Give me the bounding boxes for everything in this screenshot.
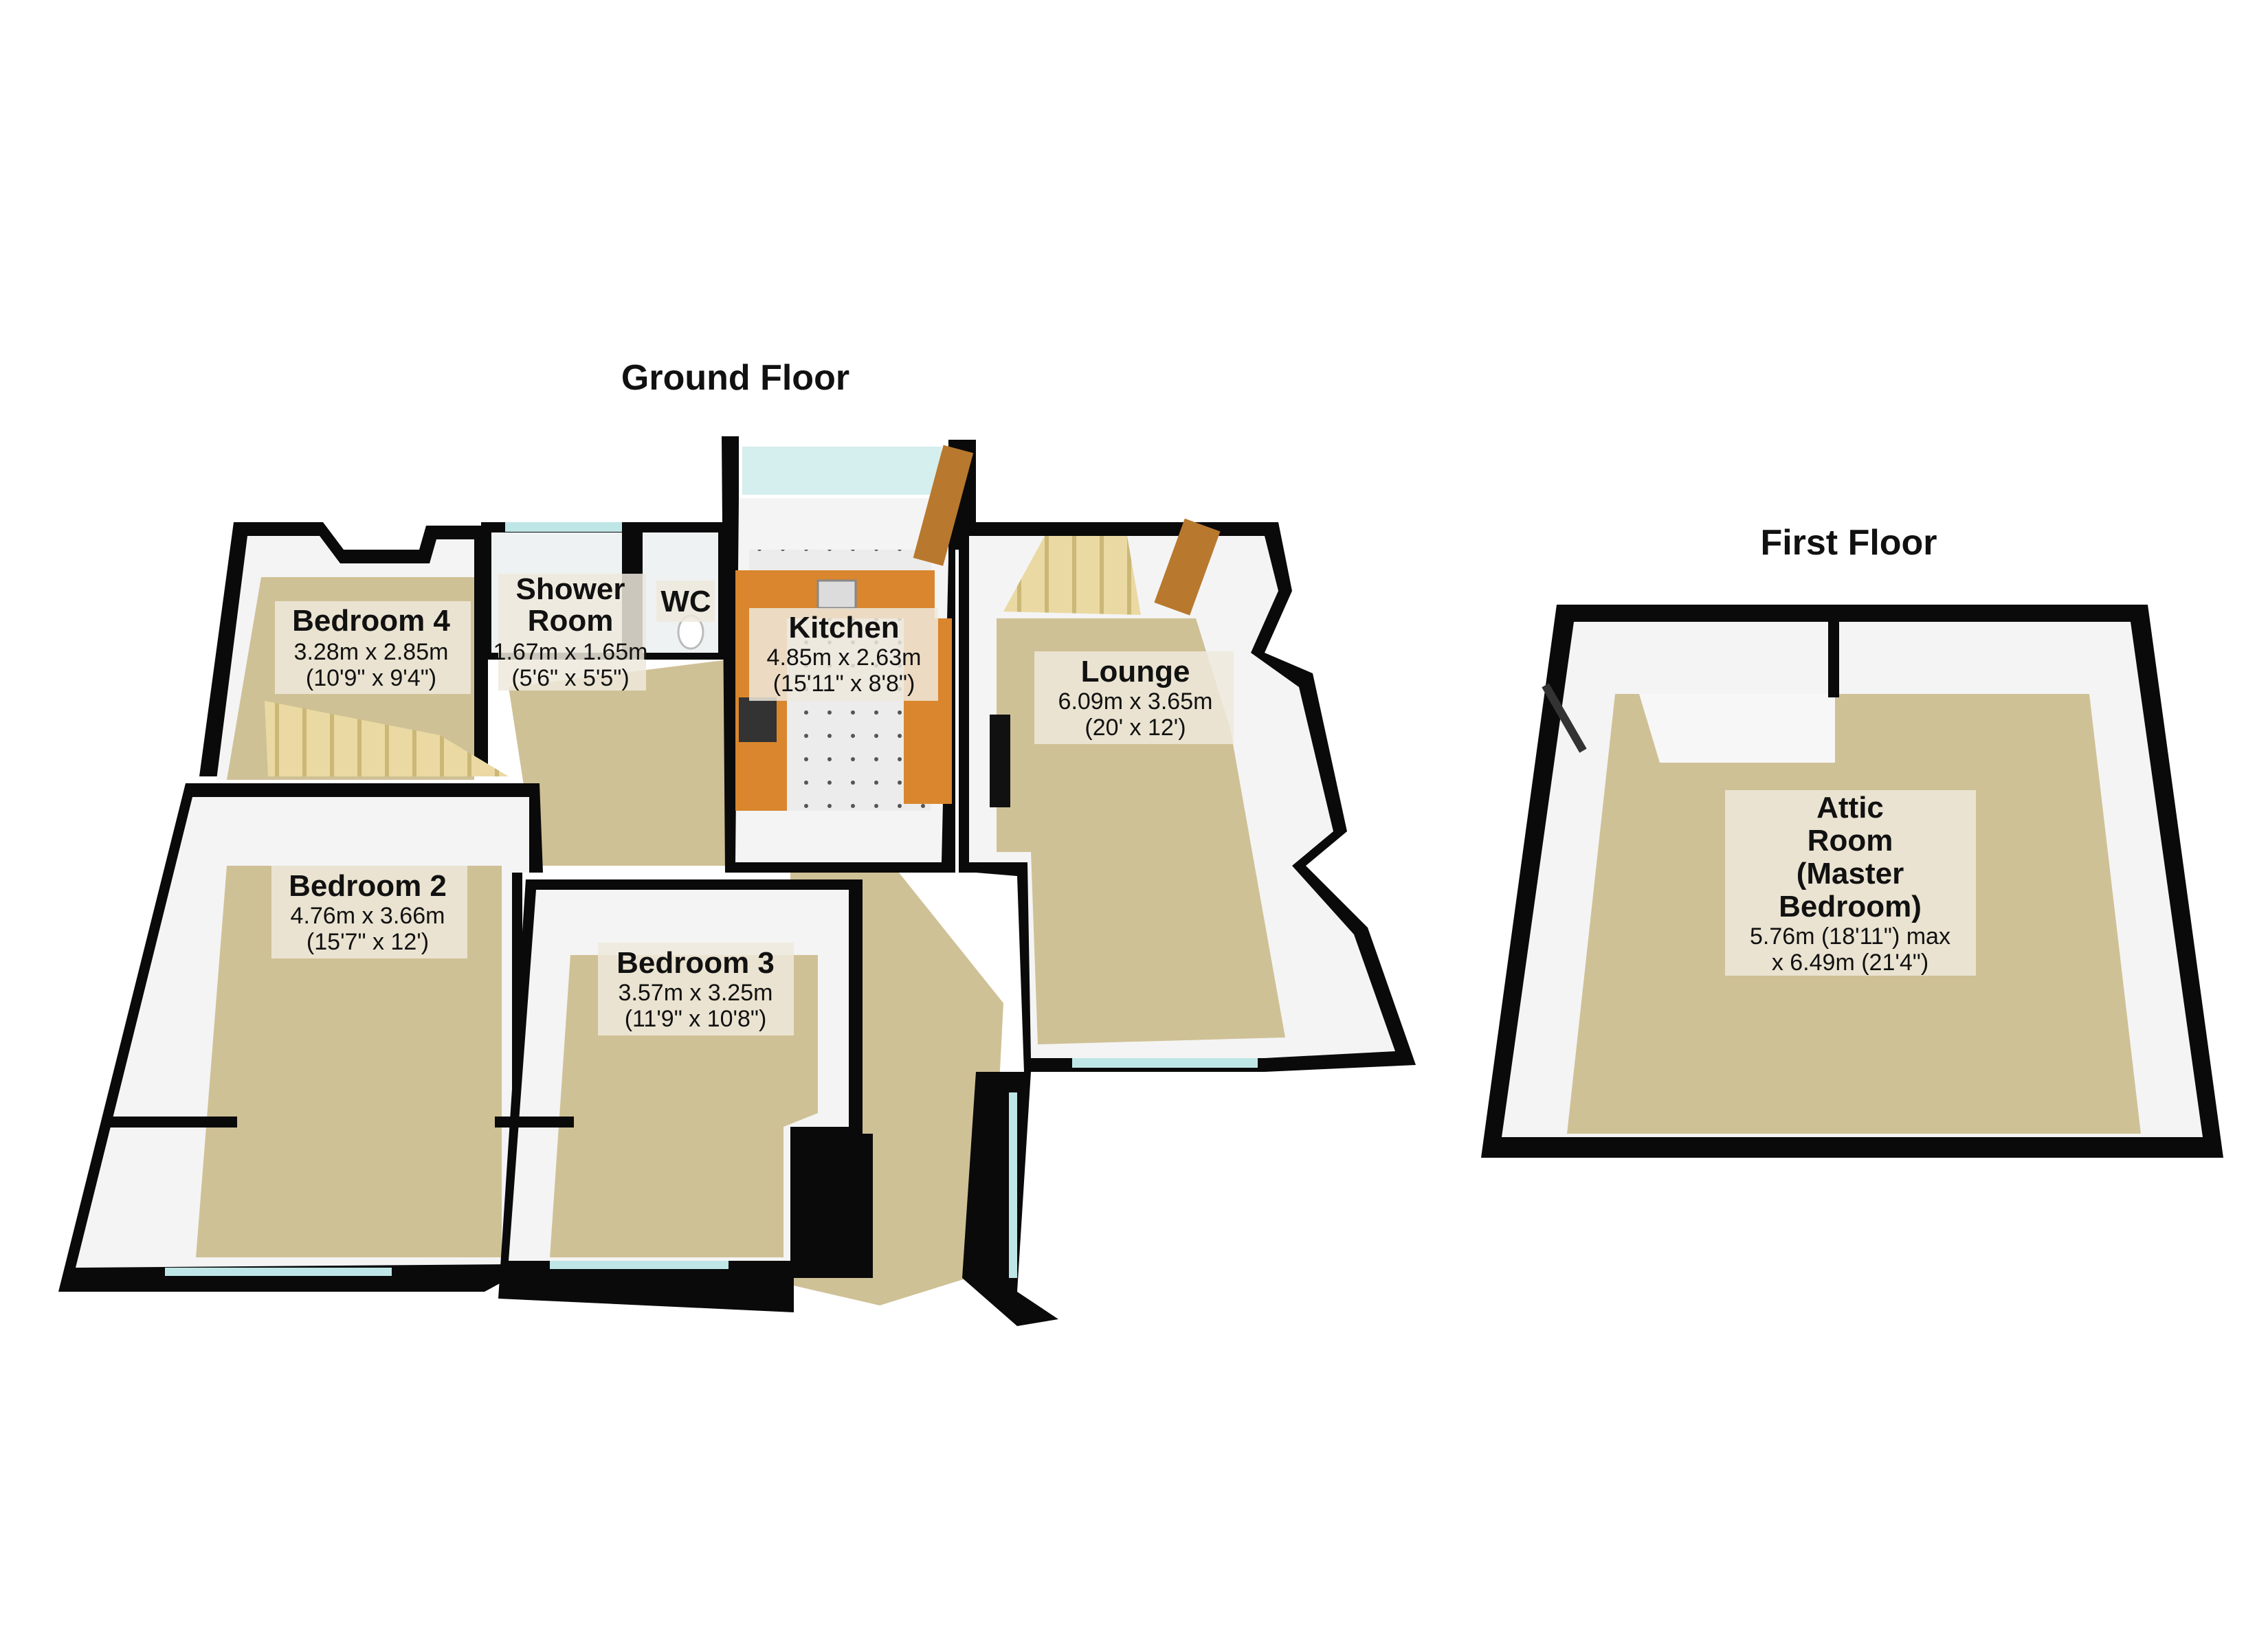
label-wc: WC	[656, 581, 715, 622]
stairs-bedroom-4	[265, 701, 509, 776]
attic-dim-line1: 5.76m (18'11") max	[1750, 923, 1950, 950]
bedroom-3-window	[550, 1261, 729, 1269]
kitchen-metric: 4.85m x 2.63m	[767, 644, 922, 671]
bedroom-4-metric: 3.28m x 2.85m	[294, 639, 449, 665]
ground-floor: Ground Floor	[58, 358, 1416, 1326]
shower-room-name-line1: Shower	[516, 572, 625, 606]
attic-left-window	[1542, 683, 1587, 753]
label-kitchen: Kitchen 4.85m x 2.63m (15'11" x 8'8")	[749, 608, 938, 701]
ground-floor-title: Ground Floor	[621, 358, 849, 398]
label-bedroom-2: Bedroom 2 4.76m x 3.66m (15'7" x 12')	[271, 866, 467, 958]
attic-name-line4: Bedroom)	[1779, 890, 1922, 923]
bedroom-3-name: Bedroom 3	[616, 946, 775, 980]
bedroom-2-metric: 4.76m x 3.66m	[291, 903, 445, 929]
bedroom-2-cupboard-wall	[110, 1117, 237, 1128]
shower-room-imperial: (5'6" x 5'5")	[511, 665, 629, 691]
room-attic: Attic Room (Master Bedroom) 5.76m (18'11…	[1481, 605, 2223, 1158]
label-bg	[1034, 651, 1234, 744]
bedroom-2-floor	[196, 866, 502, 1257]
hallway-floor	[509, 660, 1003, 1305]
lounge-front-door	[1154, 518, 1221, 616]
attic-name-line1: Attic	[1816, 791, 1884, 824]
label-bg	[1725, 790, 1976, 976]
bedroom-4-imperial: (10'9" x 9'4")	[306, 665, 436, 691]
kitchen-window	[742, 447, 942, 495]
label-bg	[275, 601, 471, 694]
bedroom-2-window	[165, 1268, 392, 1276]
lounge-imperial: (20' x 12')	[1085, 715, 1186, 741]
kitchen-name: Kitchen	[788, 611, 899, 644]
room-lounge	[959, 518, 1416, 1072]
bedroom-3-cupboard-wall	[495, 1117, 574, 1128]
attic-name-line3: (Master	[1797, 857, 1904, 890]
kitchen-door	[913, 445, 974, 566]
lounge-fireplace	[990, 715, 1010, 807]
attic-name-line2: Room	[1808, 824, 1893, 857]
label-bedroom-4: Bedroom 4 3.28m x 2.85m (10'9" x 9'4")	[275, 601, 471, 694]
shower-room-metric: 1.67m x 1.65m	[493, 639, 648, 665]
label-bg	[598, 943, 794, 1035]
attic-chimney-breast	[1639, 694, 1835, 763]
bedroom-2-imperial: (15'7" x 12')	[307, 929, 429, 955]
label-bedroom-3: Bedroom 3 3.57m x 3.25m (11'9" x 10'8")	[598, 943, 794, 1035]
kitchen-hob	[739, 697, 777, 742]
first-floor-title: First Floor	[1760, 523, 1937, 563]
bedroom-2-name: Bedroom 2	[289, 869, 447, 903]
first-floor: First Floor Attic Room (Master Bedroom) …	[1481, 523, 2223, 1158]
label-bg	[749, 608, 938, 701]
bedroom-3-imperial: (11'9" x 10'8")	[625, 1006, 767, 1032]
shower-room-window	[505, 522, 622, 532]
lounge-window	[1072, 1058, 1258, 1068]
kitchen-sink	[816, 579, 857, 609]
stairs-lounge	[1003, 536, 1141, 615]
bedroom-3-metric: 3.57m x 3.25m	[619, 980, 773, 1006]
attic-chimney-wall	[1828, 615, 1839, 697]
label-shower-room: Shower Room 1.67m x 1.65m (5'6" x 5'5")	[493, 572, 648, 691]
lounge-name: Lounge	[1081, 655, 1190, 688]
bedroom-4-name: Bedroom 4	[292, 604, 450, 638]
shower-room-name-line2: Room	[528, 604, 614, 638]
label-bg	[498, 574, 646, 691]
lounge-metric: 6.09m x 3.65m	[1058, 688, 1213, 715]
label-bg	[656, 581, 715, 622]
attic-dim-line2: x 6.49m (21'4")	[1772, 950, 1928, 976]
hallway-window	[1009, 1092, 1017, 1278]
kitchen-imperial: (15'11" x 8'8")	[773, 671, 915, 697]
label-lounge: Lounge 6.09m x 3.65m (20' x 12')	[1034, 651, 1234, 744]
wc-name: WC	[660, 585, 711, 618]
room-bedroom-2	[58, 783, 543, 1292]
label-bg	[271, 866, 467, 958]
